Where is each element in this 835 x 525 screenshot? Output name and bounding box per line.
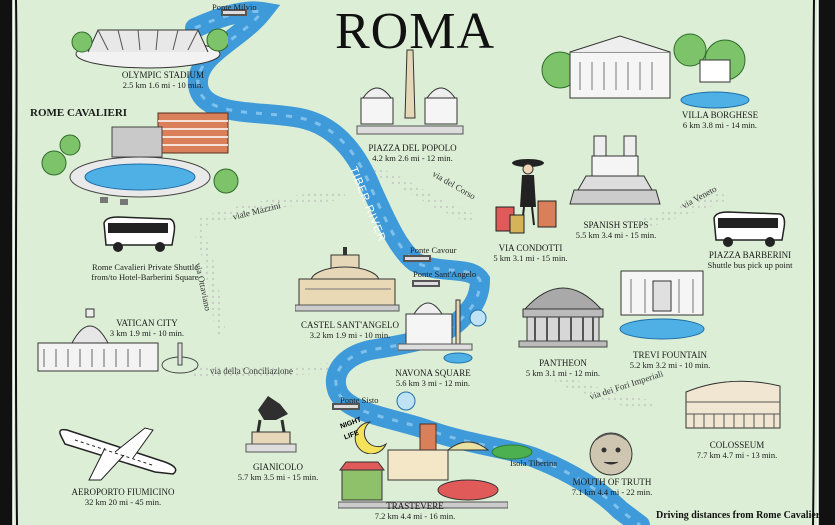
pantheon-distance: 5 km 3.1 mi - 12 min. (525, 368, 601, 378)
pantheon-icon (518, 287, 608, 348)
colosseum-distance: 7.7 km 4.7 mi - 13 min. (696, 450, 778, 460)
piazza-del-popolo-icon (356, 49, 464, 135)
label-ponte-sisto: Ponte Sisto (340, 395, 379, 405)
gianicolo-statue-icon (245, 396, 297, 453)
colosseum-icon (685, 380, 781, 429)
villa-borghese-icon (541, 33, 750, 109)
shuttle-line2: from/to Hotel-Barberini Square (91, 272, 199, 282)
label-shuttle: Rome Cavalieri Private Shuttle from/to H… (70, 262, 220, 282)
fountain-small-icon (396, 391, 416, 411)
shuttle-line1: Rome Cavalieri Private Shuttle (92, 262, 198, 272)
label-fiumicino: AEROPORTO FIUMICINO 32 km 20 mi - 45 min… (48, 487, 198, 507)
label-via-condotti: VIA CONDOTTI 5 km 3.1 mi - 15 min. (478, 243, 583, 263)
label-gianicolo: GIANICOLO 5.7 km 3.5 mi - 15 min. (218, 462, 338, 482)
label-villa-borghese: VILLA BORGHESE 6 km 3.8 mi - 14 min. (660, 110, 780, 130)
castel-santangelo-name: CASTEL SANT'ANGELO (300, 320, 400, 330)
gianicolo-name: GIANICOLO (253, 462, 303, 472)
piazza-barberini-note: Shuttle bus pick up point (707, 260, 793, 270)
rome-cavalieri-name: ROME CAVALIERI (30, 107, 128, 119)
bridge-marks (221, 9, 440, 410)
map-title: ROMA (334, 3, 496, 60)
olympic-stadium-icon (71, 28, 228, 69)
trevi-fountain-name: TREVI FOUNTAIN (632, 350, 708, 360)
piazza-del-popolo-distance: 4.2 km 2.6 mi - 12 min. (372, 153, 453, 163)
trevi-fountain-distance: 5.2 km 3.2 mi - 10 min. (629, 360, 711, 370)
label-spanish-steps: SPANISH STEPS 5.5 km 3.4 mi - 15 min. (556, 220, 676, 240)
vatican-city-name: VATICAN CITY (116, 318, 178, 328)
label-piazza-barberini: PIAZZA BARBERINI Shuttle bus pick up poi… (690, 250, 810, 270)
colosseum-name: COLOSSEUM (709, 440, 765, 450)
spanish-steps-icon (569, 135, 661, 205)
barberini-bus-icon (713, 211, 786, 247)
spanish-steps-distance: 5.5 km 3.4 mi - 15 min. (575, 230, 657, 240)
label-rome-cavalieri: ROME CAVALIERI (30, 107, 160, 119)
trastevere-distance: 7.2 km 4.4 mi - 16 min. (374, 511, 456, 521)
label-ponte-santangelo: Ponte Sant'Angelo (413, 269, 477, 279)
fiumicino-name: AEROPORTO FIUMICINO (71, 487, 175, 497)
label-olympic-stadium: OLYMPIC STADIUM 2.5 km 1.6 mi - 10 min. (88, 70, 238, 90)
left-border (0, 0, 18, 525)
piazza-del-popolo-name: PIAZZA DEL POPOLO (368, 143, 457, 153)
map-footer-note: Driving distances from Rome Cavalieri (655, 510, 823, 521)
mouth-of-truth-distance: 7.1 km 4.4 mi - 22 min. (571, 487, 653, 497)
pantheon-name: PANTHEON (539, 358, 587, 368)
night-life-badge: NIGHT LIFE (339, 416, 390, 454)
spanish-steps-name: SPANISH STEPS (583, 220, 649, 230)
label-via-della-conciliazione: via della Conciliazione (210, 366, 293, 376)
shuttle-bus-icon (103, 216, 176, 252)
trastevere-icon (338, 423, 508, 509)
mouth-of-truth-name: MOUTH OF TRUTH (572, 477, 652, 487)
fountain-small-icon (469, 309, 487, 327)
mouth-of-truth-icon (589, 432, 633, 476)
label-pantheon: PANTHEON 5 km 3.1 mi - 12 min. (508, 358, 618, 378)
castel-santangelo-distance: 3.2 km 1.9 mi - 10 min. (309, 330, 391, 340)
label-piazza-del-popolo: PIAZZA DEL POPOLO 4.2 km 2.6 mi - 12 min… (355, 143, 470, 163)
label-isola-tiberina: Isola Tiberina (510, 458, 557, 468)
label-mouth-of-truth: MOUTH OF TRUTH 7.1 km 4.4 mi - 22 min. (552, 477, 672, 497)
via-condotti-distance: 5 km 3.1 mi - 15 min. (493, 253, 568, 263)
via-condotti-name: VIA CONDOTTI (498, 243, 563, 253)
olympic-stadium-name: OLYMPIC STADIUM (121, 70, 205, 80)
navona-square-distance: 5.6 km 3 mi - 12 min. (395, 378, 471, 388)
moon-icon (354, 421, 388, 454)
castel-santangelo-icon (295, 247, 400, 312)
label-ponte-milvio: Ponte Milvio (212, 2, 257, 12)
villa-borghese-name: VILLA BORGHESE (681, 110, 759, 120)
trastevere-name: TRASTEVERE (386, 501, 444, 511)
label-trastevere: TRASTEVERE 7.2 km 4.4 mi - 16 min. (355, 501, 475, 521)
vatican-city-distance: 3 km 1.9 mi - 10 min. (109, 328, 185, 338)
label-navona-square: NAVONA SQUARE 5.6 km 3 mi - 12 min. (378, 368, 488, 388)
airplane-icon (59, 427, 177, 481)
fiumicino-distance: 32 km 20 mi - 45 min. (84, 497, 162, 507)
right-border (812, 0, 835, 525)
navona-square-icon (398, 299, 473, 364)
piazza-barberini-name: PIAZZA BARBERINI (708, 250, 792, 260)
isola-tiberina-island (491, 444, 533, 460)
label-castel-santangelo: CASTEL SANT'ANGELO 3.2 km 1.9 mi - 10 mi… (290, 320, 410, 340)
label-colosseum: COLOSSEUM 7.7 km 4.7 mi - 13 min. (672, 440, 802, 460)
label-vatican-city: VATICAN CITY 3 km 1.9 mi - 10 min. (92, 318, 202, 338)
navona-square-name: NAVONA SQUARE (395, 368, 471, 378)
label-ponte-cavour: Ponte Cavour (410, 245, 457, 255)
label-trevi-fountain: TREVI FOUNTAIN 5.2 km 3.2 mi - 10 min. (610, 350, 730, 370)
trevi-fountain-icon (619, 270, 705, 340)
roads (190, 165, 725, 410)
gianicolo-distance: 5.7 km 3.5 mi - 15 min. (237, 472, 319, 482)
olympic-stadium-distance: 2.5 km 1.6 mi - 10 min. (122, 80, 204, 90)
villa-borghese-distance: 6 km 3.8 mi - 14 min. (682, 120, 758, 130)
via-condotti-shopper-icon (495, 159, 557, 234)
vatican-city-icon (37, 308, 199, 374)
rome-cavalieri-hotel-icon (41, 112, 239, 205)
